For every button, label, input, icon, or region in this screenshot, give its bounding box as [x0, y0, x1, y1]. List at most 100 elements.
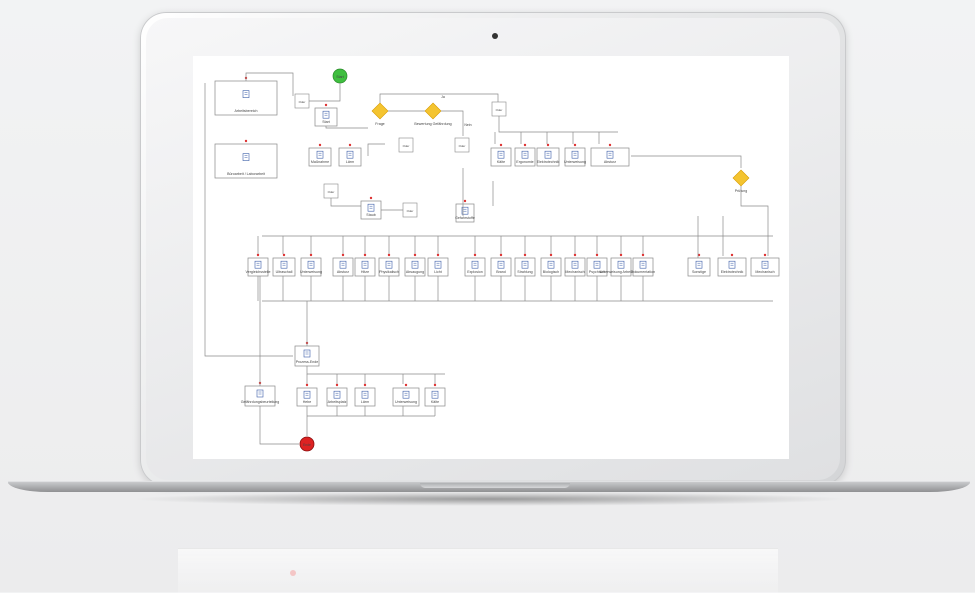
task-label-gefaehrdung: Gefährdungsbeurteilung — [241, 400, 280, 404]
task-icon — [402, 390, 410, 399]
gateway-node-oder4[interactable] — [398, 137, 414, 153]
task-label-b4: Absturz — [604, 160, 616, 164]
gateway-decision2[interactable] — [424, 102, 442, 120]
input-marker — [619, 253, 623, 257]
connector-line — [330, 198, 361, 207]
input-marker — [363, 253, 367, 257]
gateway-decision1[interactable] — [371, 102, 389, 120]
task-icon — [617, 260, 625, 269]
input-marker — [387, 253, 391, 257]
task-label-t_b: Lärm — [346, 160, 354, 164]
task-label-t_g: Elektrotechnik — [721, 270, 744, 274]
task-icon — [547, 260, 555, 269]
start-label: Start — [336, 75, 343, 79]
input-marker — [305, 383, 309, 387]
task-icon — [339, 260, 347, 269]
task-label-b2: Ultraschall — [276, 270, 293, 274]
connector-line — [379, 93, 499, 103]
task-icon — [544, 150, 552, 159]
gateway-node-oder3[interactable] — [454, 137, 470, 153]
input-marker — [404, 383, 408, 387]
task-label-b1: Vergleichsstelle — [246, 270, 271, 274]
input-marker — [697, 253, 701, 257]
edge-label-nein: Nein — [464, 123, 471, 127]
connector-line — [259, 406, 299, 445]
task-node-arbeitsbereich[interactable] — [214, 80, 278, 116]
task-label-e4: Unterweisung — [395, 400, 417, 404]
task-icon — [307, 260, 315, 269]
gateway-label-decision1: Frage — [375, 122, 384, 126]
task-label-e2: Arbeitsplatz — [328, 400, 347, 404]
input-marker — [641, 253, 645, 257]
input-marker — [546, 143, 550, 147]
end-label: Ende — [303, 443, 311, 447]
task-label-t_d: Gefahrstoffe — [455, 216, 475, 220]
input-marker — [282, 253, 286, 257]
edge-label-ja: Ja — [441, 95, 445, 99]
input-marker — [369, 196, 373, 200]
connector-line — [245, 72, 294, 96]
task-label-b8: Licht — [434, 270, 442, 274]
task-icon — [303, 349, 311, 358]
task-icon — [361, 390, 369, 399]
task-icon — [497, 260, 505, 269]
task-label-b7: Absaugung — [406, 270, 424, 274]
task-icon — [571, 150, 579, 159]
task-icon — [333, 390, 341, 399]
input-marker — [413, 253, 417, 257]
task-label-e5: Kälte — [431, 400, 439, 404]
input-marker — [730, 253, 734, 257]
task-label-b15: Unterweisung Arbeitsmittel — [600, 270, 643, 274]
task-label-b13: Mechanisch — [755, 270, 774, 274]
input-marker — [595, 253, 599, 257]
task-label-b16: Dokumentation — [631, 270, 655, 274]
task-label-b5: Hitze — [361, 270, 369, 274]
input-marker — [335, 383, 339, 387]
task-label-b12: Biologisch — [543, 270, 559, 274]
input-marker — [499, 253, 503, 257]
input-marker — [324, 103, 328, 107]
input-marker — [244, 139, 248, 143]
task-label-t_g: Elektrotechnik — [537, 160, 560, 164]
task-icon — [316, 150, 324, 159]
task-label-t_f: Ergonomie — [516, 160, 533, 164]
input-marker — [463, 199, 467, 203]
connector-line — [367, 143, 385, 156]
input-marker — [473, 253, 477, 257]
gateway-node-label-oder4: Oder — [407, 209, 414, 213]
gateway-label-decision2: Bewertung Gefährdung — [414, 122, 451, 126]
task-node-buero_laborarbeit[interactable] — [214, 143, 278, 179]
task-icon — [254, 260, 262, 269]
task-icon — [361, 260, 369, 269]
task-icon — [571, 260, 579, 269]
screen-reflection — [178, 548, 778, 593]
task-label-b9: Explosion — [467, 270, 483, 274]
task-icon — [728, 260, 736, 269]
task-icon — [346, 150, 354, 159]
task-label-b14: Psychisch — [589, 270, 605, 274]
task-label-e3: Lärm — [361, 400, 369, 404]
input-marker — [309, 253, 313, 257]
task-icon — [761, 260, 769, 269]
task-label-b4: Absturz — [337, 270, 349, 274]
task-icon — [303, 390, 311, 399]
task-icon — [411, 260, 419, 269]
webcam — [492, 33, 498, 39]
input-marker — [549, 253, 553, 257]
task-label-t_c: Staub — [366, 213, 375, 217]
gateway-decision3[interactable] — [732, 169, 750, 187]
end-event[interactable] — [299, 436, 315, 452]
input-marker — [523, 253, 527, 257]
laptop-shadow — [130, 492, 850, 506]
input-marker — [573, 143, 577, 147]
laptop-notch — [420, 483, 570, 488]
task-icon — [695, 260, 703, 269]
task-icon — [256, 389, 264, 398]
connector-line — [325, 126, 368, 129]
task-icon — [242, 90, 250, 98]
task-label-e1: Hebe — [303, 400, 312, 404]
task-icon — [593, 260, 601, 269]
gateway-node-label-oder5: Oder — [328, 190, 335, 194]
input-marker — [523, 143, 527, 147]
